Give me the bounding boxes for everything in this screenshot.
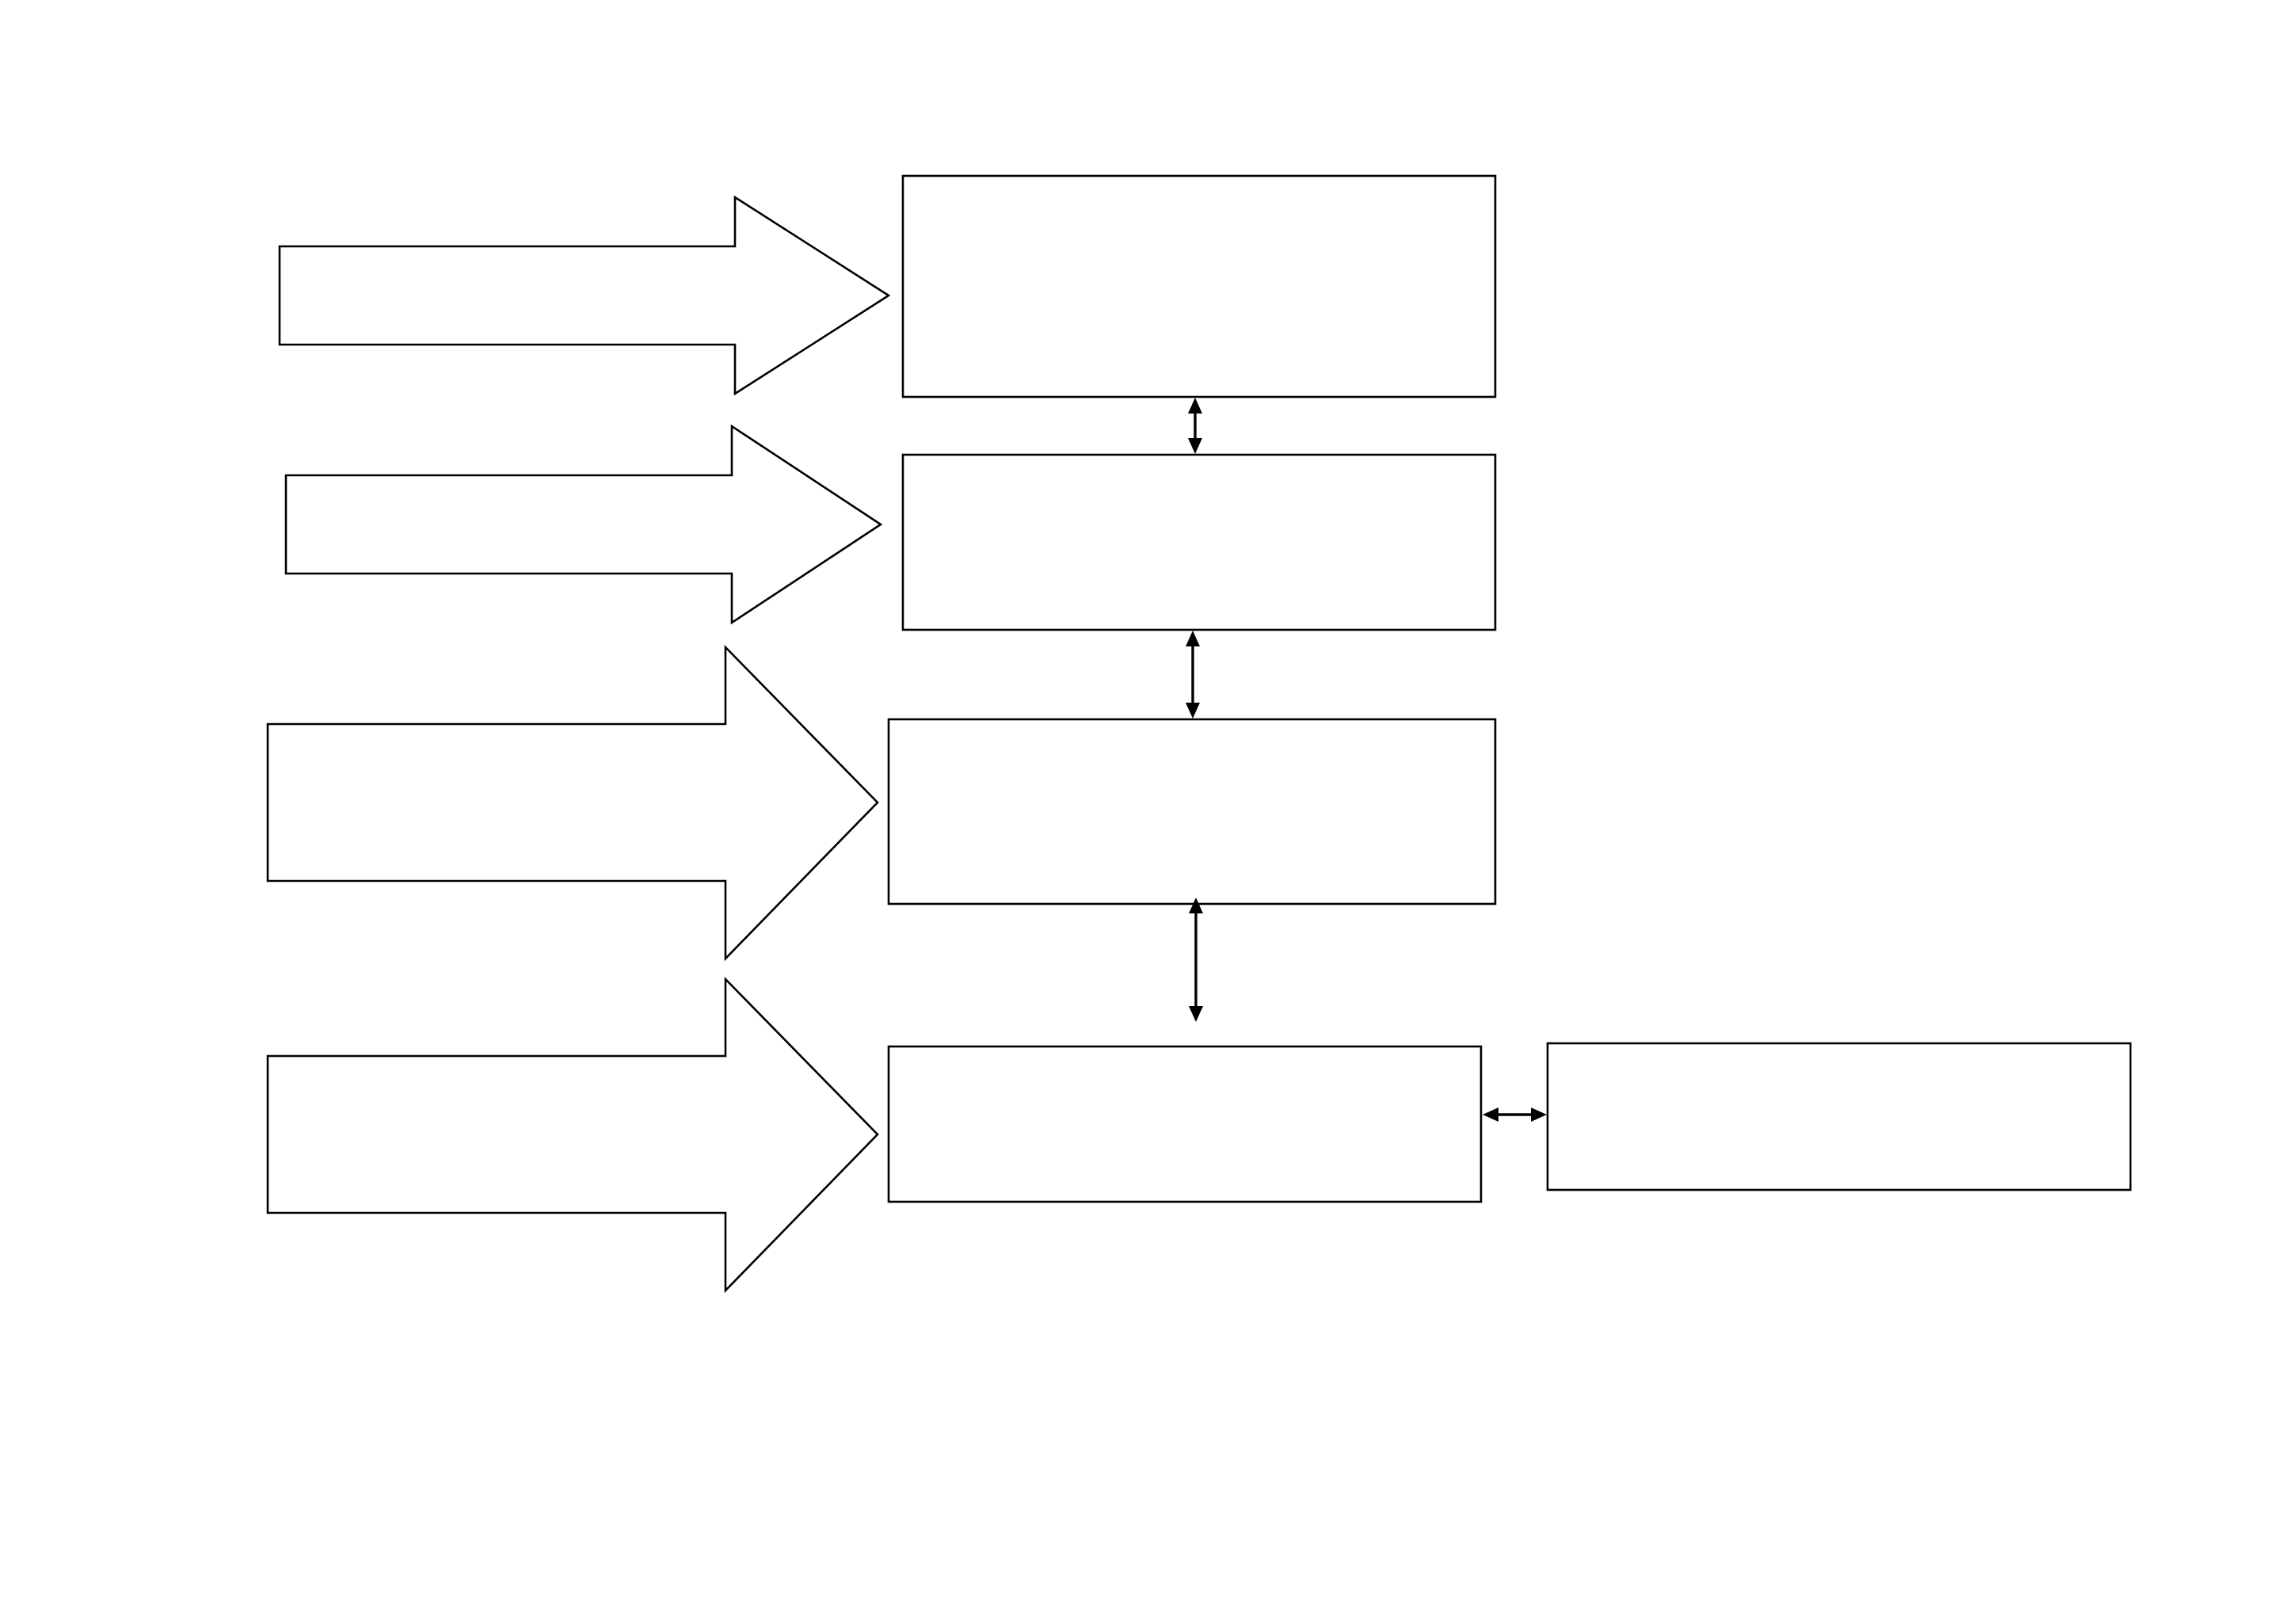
input-arrow-2 xyxy=(284,424,883,625)
box-4 xyxy=(887,1045,1483,1203)
input-arrow-1 xyxy=(278,195,891,396)
box-1 xyxy=(901,174,1497,398)
box-3 xyxy=(887,718,1497,905)
input-arrow-4 xyxy=(266,976,879,1294)
connector-box2-box3 xyxy=(1186,631,1200,719)
connector-box1-box2 xyxy=(1188,398,1202,454)
connector-box3-box4 xyxy=(1189,898,1203,1022)
box-5 xyxy=(1546,1042,2132,1191)
input-arrow-3 xyxy=(266,644,879,962)
box-2 xyxy=(901,453,1497,631)
connector-box4-box5 xyxy=(1483,1107,1547,1122)
